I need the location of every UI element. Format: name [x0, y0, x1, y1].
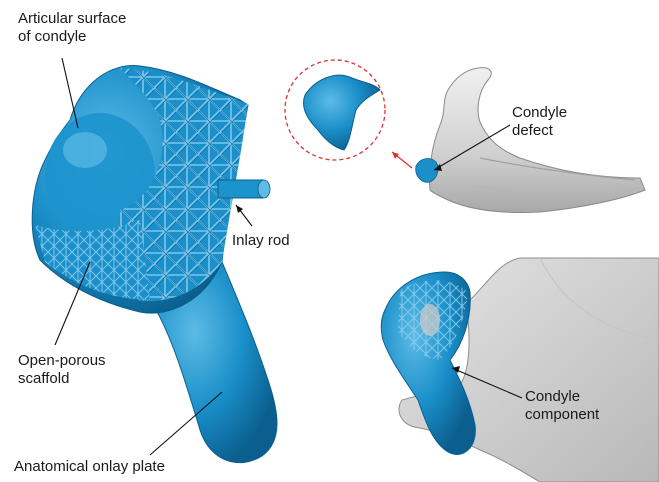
label-component-line2: component: [525, 406, 599, 424]
label-defect-line1: Condyle: [512, 104, 567, 122]
label-articular-line1: Articular surface: [18, 10, 126, 28]
label-condyle-defect: Condyle defect: [512, 104, 567, 140]
callout-implant-shape: [303, 75, 380, 150]
label-inlay-rod: Inlay rod: [232, 232, 290, 250]
label-scaffold-line2: scaffold: [18, 370, 106, 388]
label-articular-line2: of condyle: [18, 28, 126, 46]
leader-articular: [62, 58, 78, 128]
label-component-line1: Condyle: [525, 388, 599, 406]
label-scaffold-line1: Open-porous: [18, 352, 106, 370]
mandible-top-shape: [429, 68, 645, 213]
mandible-top: [416, 68, 645, 213]
label-condyle-component: Condyle component: [525, 388, 599, 424]
detail-callout: [285, 60, 412, 168]
label-articular-surface: Articular surface of condyle: [18, 10, 126, 46]
label-open-porous-scaffold: Open-porous scaffold: [18, 352, 106, 388]
label-onlay-plate: Anatomical onlay plate: [14, 458, 165, 476]
assembled-view: [381, 258, 659, 482]
defect-implant-shape: [416, 159, 438, 183]
main-implant: [32, 66, 277, 463]
label-defect-line2: defect: [512, 122, 567, 140]
